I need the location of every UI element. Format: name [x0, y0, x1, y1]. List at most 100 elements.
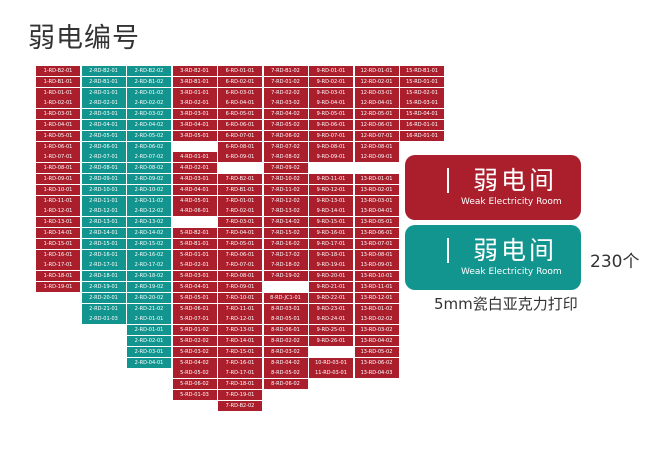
grid-cell: 7-RD-05-01 [218, 238, 262, 249]
grid-cell: 7-RD-12-01 [218, 314, 262, 325]
grid-cell: 2-RD-B2-01 [81, 66, 126, 76]
grid-cell: 13-RD-07-01 [354, 238, 399, 249]
grid-cell: 7-RD-01-01 [218, 195, 262, 206]
grid-cell: 15-RD-04-01 [400, 109, 444, 120]
grid-cell: 15-RD-01-01 [400, 76, 444, 87]
grid-cell: 13-RD-08-01 [354, 249, 399, 260]
grid-cell: 2-RD-02-02 [127, 98, 171, 109]
grid-cell: 7-RD-04-01 [218, 228, 262, 238]
grid-cell: 7-RD-03-02 [263, 98, 308, 109]
grid-cell: 13-RD-04-03 [354, 368, 399, 379]
grid-cell: 2-RD-05-01 [81, 130, 126, 141]
grid-cell-blank [172, 217, 217, 228]
grid-cell: 6-RD-07-01 [218, 130, 262, 141]
grid-cell: 6-RD-04-01 [218, 98, 262, 109]
grid-cell: 13-RD-03-01 [354, 195, 399, 206]
grid-cell: 9-RD-07-01 [309, 130, 353, 141]
grid-cell: 15-RD-B1-01 [400, 66, 444, 76]
grid-cell: 5-RD-01-02 [172, 325, 217, 336]
grid-cell: 6-RD-06-01 [218, 120, 262, 130]
grid-cell: 2-RD-09-02 [127, 174, 171, 184]
grid-cell: 5-RD-04-01 [172, 282, 217, 292]
grid-cell: 2-RD-18-02 [127, 271, 171, 282]
grid-cell: 7-RD-18-01 [218, 379, 262, 390]
grid-cell: 3-RD-B1-01 [172, 76, 217, 87]
grid-cell: 2-RD-04-01 [127, 357, 171, 368]
grid-cell: 1-RD-02-01 [36, 98, 80, 109]
plate-en-title: Weak Electricity Room [461, 267, 562, 277]
grid-cell: 13-RD-04-01 [354, 206, 399, 217]
grid-cell: 8-RD-06-02 [263, 379, 308, 390]
grid-cell: 2-RD-17-01 [81, 260, 126, 271]
grid-cell: 13-RD-05-01 [354, 217, 399, 228]
grid-cell: 2-RD-01-01 [127, 325, 171, 336]
grid-cell: 13-RD-11-01 [354, 282, 399, 292]
grid-cell: 7-RD-13-01 [218, 325, 262, 336]
grid-cell: 13-RD-02-01 [354, 184, 399, 195]
grid-cell: 2-RD-10-01 [81, 184, 126, 195]
grid-cell: 2-RD-05-02 [127, 130, 171, 141]
grid-cell: 4-RD-05-01 [172, 195, 217, 206]
grid-cell: 1-RD-08-01 [36, 163, 80, 174]
grid-cell: 2-RD-13-02 [127, 217, 171, 228]
grid-cell: 2-RD-21-02 [127, 303, 171, 314]
plate-en-title: Weak Electricity Room [461, 197, 562, 207]
grid-cell: 2-RD-16-01 [81, 249, 126, 260]
grid-cell: 7-RD-17-01 [218, 368, 262, 379]
grid-cell: 7-RD-01-02 [263, 76, 308, 87]
grid-cell: 7-RD-11-02 [263, 184, 308, 195]
grid-cell: 1-RD-11-01 [36, 195, 80, 206]
grid-cell: 9-RD-18-01 [309, 249, 353, 260]
grid-cell: 7-RD-16-01 [218, 357, 262, 368]
grid-cell: 7-RD-16-02 [263, 238, 308, 249]
grid-cell: 2-RD-07-01 [81, 152, 126, 163]
grid-cell: 7-RD-12-02 [263, 195, 308, 206]
grid-cell: 2-RD-17-02 [127, 260, 171, 271]
grid-cell: 2-RD-14-01 [81, 228, 126, 238]
grid-cell: 1-RD-13-01 [36, 217, 80, 228]
grid-cell: 6-RD-02-01 [218, 76, 262, 87]
grid-cell: 8-RD-05-01 [263, 314, 308, 325]
grid-cell: 9-RD-13-01 [309, 195, 353, 206]
grid-cell: 9-RD-23-01 [309, 303, 353, 314]
grid-cell: 7-RD-15-01 [218, 346, 262, 357]
grid-cell: 1-RD-05-01 [36, 130, 80, 141]
grid-cell: 2-RD-03-02 [127, 109, 171, 120]
grid-cell: 9-RD-12-01 [309, 184, 353, 195]
grid-cell: 9-RD-09-01 [309, 152, 353, 163]
grid-cell: 15-RD-03-01 [400, 98, 444, 109]
grid-cell: 13-RD-06-02 [354, 357, 399, 368]
grid-cell: 5-RD-01-01 [172, 249, 217, 260]
grid-cell: 5-RD-B2-01 [172, 228, 217, 238]
grid-cell: 3-RD-04-01 [172, 120, 217, 130]
grid-cell: 3-RD-02-01 [172, 98, 217, 109]
grid-cell: 7-RD-18-02 [263, 260, 308, 271]
grid-cell: 3-RD-01-01 [172, 87, 217, 98]
grid-cell: 9-RD-26-01 [309, 336, 353, 346]
grid-cell: 9-RD-19-01 [309, 260, 353, 271]
grid-cell: 9-RD-17-01 [309, 238, 353, 249]
grid-cell: 2-RD-02-01 [81, 98, 126, 109]
grid-cell: 2-RD-04-01 [81, 120, 126, 130]
grid-cell: 9-RD-02-01 [309, 76, 353, 87]
grid-cell: 7-RD-B2-01 [218, 174, 262, 184]
grid-cell: 12-RD-01-01 [354, 66, 399, 76]
grid-cell: 5-RD-02-01 [172, 260, 217, 271]
grid-cell: 4-RD-04-01 [172, 184, 217, 195]
grid-cell: 7-RD-B2-02 [218, 400, 262, 411]
grid-cell: 7-RD-17-02 [263, 249, 308, 260]
grid-cell: 5-RD-07-01 [172, 314, 217, 325]
plate-divider [447, 168, 449, 193]
grid-cell: 2-RD-01-03 [81, 314, 126, 325]
page-title: 弱电编号 [28, 23, 140, 54]
grid-cell: 2-RD-06-01 [81, 141, 126, 152]
grid-cell: 1-RD-B2-01 [36, 66, 80, 76]
grid-cell: 1-RD-19-01 [36, 282, 80, 292]
grid-cell: 12-RD-06-01 [354, 120, 399, 130]
grid-cell: 13-RD-02-02 [354, 314, 399, 325]
grid-cell-blank [172, 141, 217, 152]
grid-cell: 2-RD-B2-02 [127, 66, 171, 76]
grid-cell: 13-RD-01-02 [354, 303, 399, 314]
grid-cell: 5-RD-03-01 [172, 271, 217, 282]
grid-cell: 7-RD-07-02 [263, 141, 308, 152]
